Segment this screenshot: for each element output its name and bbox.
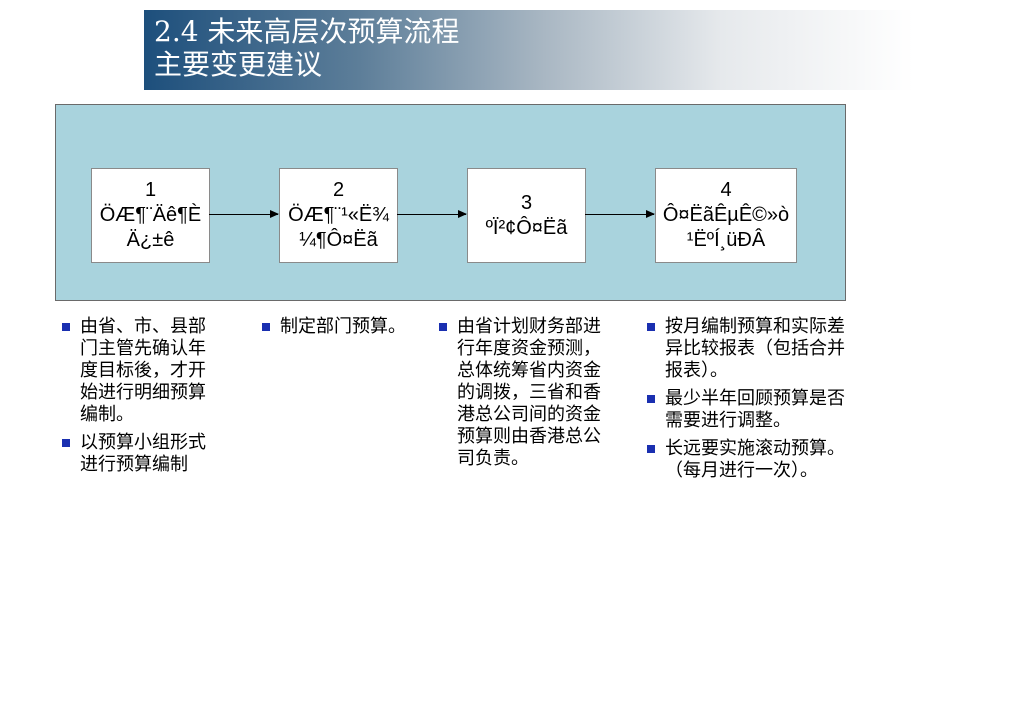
square-bullet-icon bbox=[62, 439, 70, 447]
square-bullet-icon bbox=[647, 395, 655, 403]
step-label: Ô¤ËãÊµÊ©»ò bbox=[662, 204, 790, 226]
step-number: 4 bbox=[720, 179, 732, 201]
square-bullet-icon bbox=[62, 323, 70, 331]
list-item: 按月编制预算和实际差异比较报表（包括合并报表）。 bbox=[645, 316, 845, 382]
flow-arrow bbox=[209, 210, 279, 218]
step-box-1: 1 ÖÆ¶¨Äê¶È Ä¿±ê bbox=[91, 168, 210, 263]
title-banner: 2.4 未来高层次预算流程 主要变更建议 bbox=[144, 10, 914, 90]
list-item: 长远要实施滚动预算。（每月进行一次）。 bbox=[645, 438, 845, 482]
square-bullet-icon bbox=[647, 445, 655, 453]
step-box-3: 3 ºÏ²¢Ô¤Ëã bbox=[467, 168, 586, 263]
notes-column-2: 制定部门预算。 bbox=[260, 316, 435, 344]
square-bullet-icon bbox=[647, 323, 655, 331]
list-item: 制定部门预算。 bbox=[260, 316, 435, 338]
step-label: ÖÆ¶¨Äê¶È bbox=[99, 204, 202, 226]
step-label: ºÏ²¢Ô¤Ëã bbox=[485, 216, 568, 239]
step-label: ¹ËºÍ¸üÐÂ bbox=[686, 229, 766, 251]
square-bullet-icon bbox=[439, 323, 447, 331]
step-box-4: 4 Ô¤ËãÊµÊ©»ò ¹ËºÍ¸üÐÂ bbox=[655, 168, 797, 263]
step-label: Ä¿±ê bbox=[126, 229, 175, 251]
step-label: ÖÆ¶¨¹«Ë¾ bbox=[288, 204, 389, 226]
list-item: 由省计划财务部进行年度资金预测，总体统筹省内资金的调拨，三省和香港总公司间的资金… bbox=[437, 316, 607, 470]
step-number: 2 bbox=[332, 179, 345, 201]
flow-arrow bbox=[397, 210, 467, 218]
notes-column-3: 由省计划财务部进行年度资金预测，总体统筹省内资金的调拨，三省和香港总公司间的资金… bbox=[437, 316, 607, 476]
list-item: 以预算小组形式进行预算编制 bbox=[60, 432, 220, 476]
list-item: 由省、市、县部门主管先确认年度目标後，才开始进行明细预算编制。 bbox=[60, 316, 220, 426]
list-item: 最少半年回顾预算是否需要进行调整。 bbox=[645, 388, 845, 432]
page-title: 2.4 未来高层次预算流程 bbox=[154, 15, 460, 48]
square-bullet-icon bbox=[262, 323, 270, 331]
step-label: ¼¶Ô¤Ëã bbox=[299, 229, 378, 251]
flow-arrow bbox=[585, 210, 655, 218]
notes-column-4: 按月编制预算和实际差异比较报表（包括合并报表）。 最少半年回顾预算是否需要进行调… bbox=[645, 316, 845, 488]
page-subtitle: 主要变更建议 bbox=[154, 48, 323, 81]
notes-column-1: 由省、市、县部门主管先确认年度目标後，才开始进行明细预算编制。 以预算小组形式进… bbox=[60, 316, 220, 482]
step-box-2: 2 ÖÆ¶¨¹«Ë¾ ¼¶Ô¤Ëã bbox=[279, 168, 398, 263]
step-number: 3 bbox=[520, 191, 533, 214]
process-diagram: 1 ÖÆ¶¨Äê¶È Ä¿±ê 2 ÖÆ¶¨¹«Ë¾ ¼¶Ô¤Ëã 3 ºÏ²¢… bbox=[55, 104, 846, 301]
step-number: 1 bbox=[144, 179, 157, 201]
